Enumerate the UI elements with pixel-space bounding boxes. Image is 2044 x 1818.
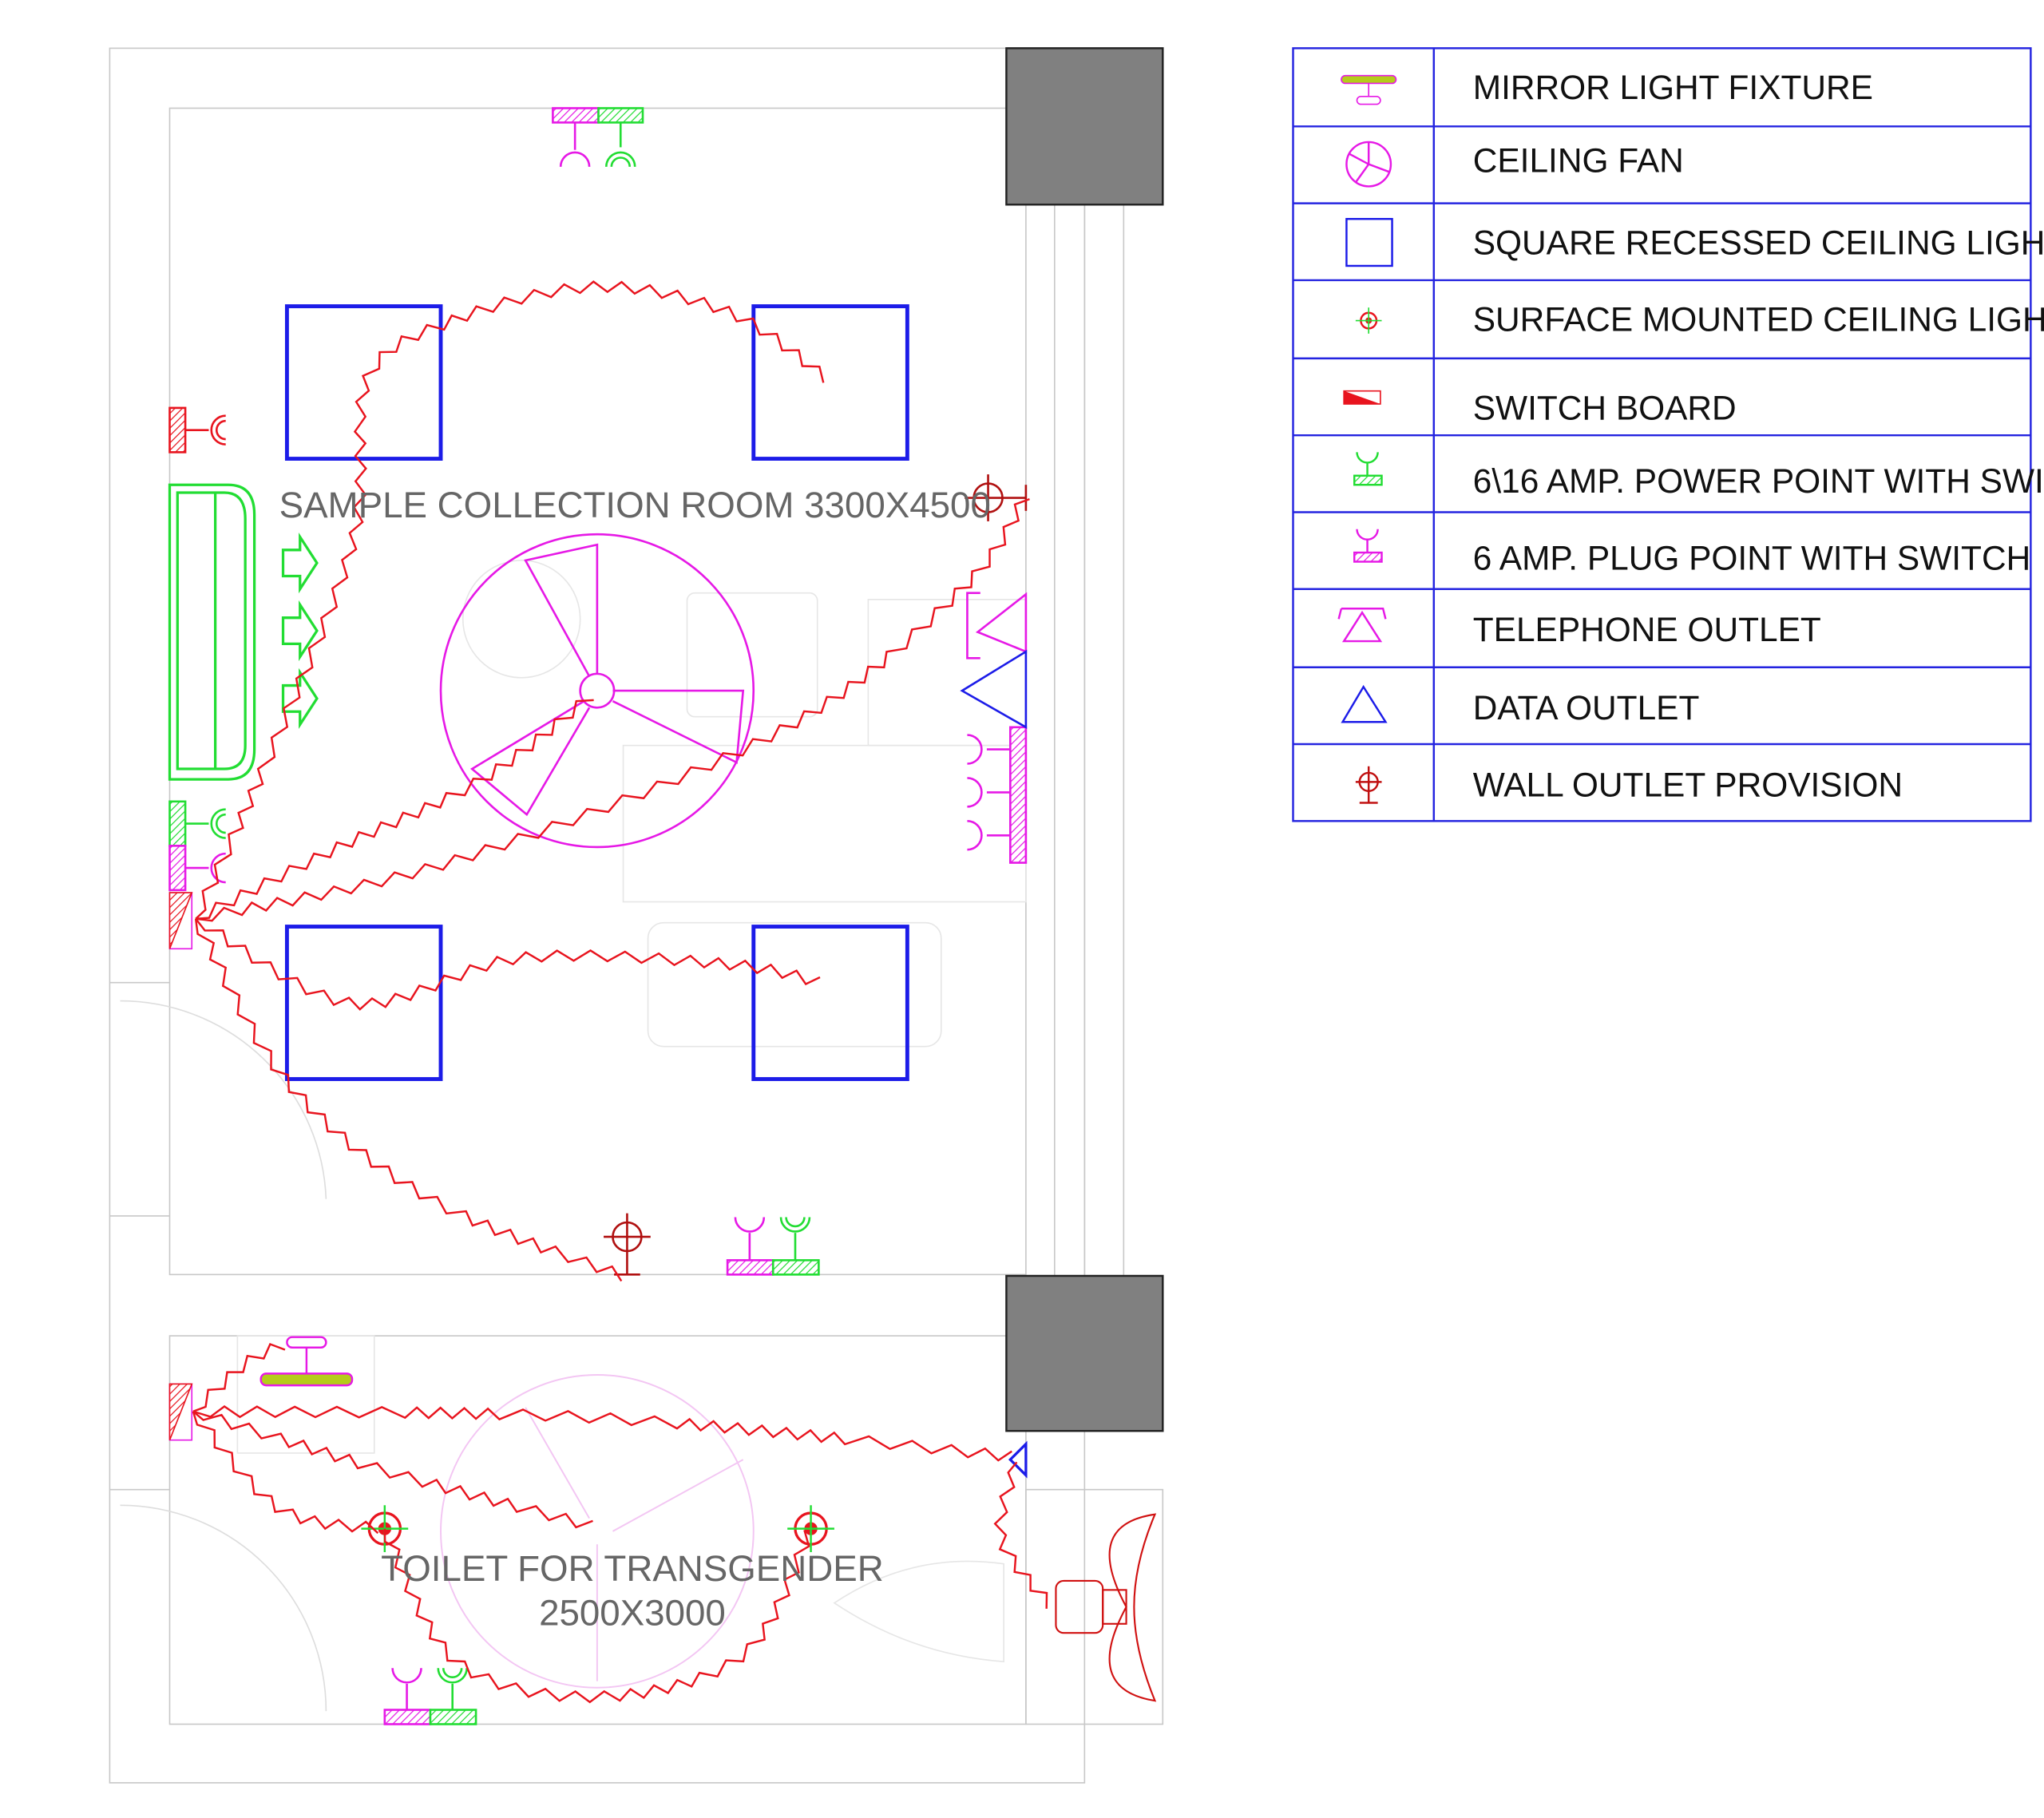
room-label-sample-collection: SAMPLE COLLECTION ROOM 3300X4500 — [279, 485, 991, 525]
mirror-light-fixture-icon — [1341, 74, 1397, 105]
room-label-toilet-size: 2500X3000 — [539, 1592, 726, 1633]
telephone-outlet — [966, 592, 1028, 659]
wall-outlet-icon — [1355, 766, 1382, 804]
legend-label: MIRROR LIGHT FIXTURE — [1473, 69, 1873, 106]
arrow-icons — [281, 532, 319, 730]
legend-label: SWITCH BOARD — [1473, 390, 1737, 427]
power-point-toilet — [429, 1668, 477, 1725]
wire-run — [195, 917, 821, 1011]
telephone-outlet-toilet — [1008, 1440, 1028, 1479]
room-label-toilet: TOILET FOR TRANSGENDER — [381, 1548, 884, 1589]
surface-mounted-light-icon — [1355, 307, 1382, 334]
wire-run — [194, 918, 623, 1282]
plug-point-toilet — [383, 1668, 432, 1725]
wire-run — [383, 1528, 810, 1704]
power-point-bottom — [771, 1217, 820, 1276]
telephone-outlet-icon — [1337, 608, 1387, 643]
legend-label: WALL OUTLET PROVISION — [1473, 766, 1903, 803]
square-recessed-light — [284, 925, 443, 1081]
wall-outlet-provision — [965, 474, 1028, 521]
switch-board-icon — [1343, 390, 1381, 405]
column — [1005, 1274, 1164, 1432]
wall-socket-red — [168, 406, 226, 454]
plug-point-left — [168, 845, 226, 892]
wire-run — [195, 280, 825, 920]
wire-run — [192, 1410, 593, 1529]
couch — [168, 483, 256, 781]
surface-mounted-light — [787, 1505, 834, 1553]
wire-run — [196, 699, 594, 920]
square-recessed-light — [751, 925, 909, 1081]
legend-label: 6 AMP. PLUG POINT WITH SWITCH — [1473, 539, 2031, 576]
furniture — [236, 560, 1027, 1663]
power-point-top — [597, 107, 644, 168]
legend-label: SURFACE MOUNTED CEILING LIGHT — [1473, 301, 2044, 339]
plug-point-icon — [1353, 529, 1383, 563]
switch-board-toilet — [168, 1383, 193, 1441]
power-point-icon — [1353, 452, 1383, 486]
ceiling-fan-toilet — [440, 1374, 755, 1689]
square-recessed-light — [751, 304, 909, 461]
square-recessed-lights — [284, 304, 909, 1081]
exhaust-fan — [1055, 1513, 1157, 1702]
ceiling-fan-icon — [1345, 141, 1392, 188]
mirror-light-fixture — [259, 1336, 354, 1387]
wall-outlet-provision-bottom — [604, 1213, 651, 1276]
legend-label: TELEPHONE OUTLET — [1473, 611, 1821, 648]
power-point-left — [168, 800, 226, 847]
square-recessed-light-icon — [1345, 217, 1393, 267]
wiring — [192, 280, 1048, 1704]
wire-run — [196, 498, 1030, 922]
wire-run — [993, 1461, 1048, 1609]
wire-run — [192, 1342, 286, 1412]
plug-point-bottom — [726, 1217, 774, 1276]
legend-label: 6\16 AMP. POWER POINT WITH SWITCH — [1473, 462, 2044, 500]
data-outlet-icon — [1341, 684, 1388, 723]
switch-board — [168, 892, 193, 950]
ceiling-fan — [439, 533, 755, 849]
plug-points-right — [967, 726, 1028, 864]
legend-label: DATA OUTLET — [1473, 689, 1700, 727]
plug-point-top — [552, 107, 600, 168]
legend-label: CEILING FAN — [1473, 141, 1684, 179]
data-outlet — [960, 649, 1028, 730]
square-recessed-light — [284, 304, 443, 461]
column — [1005, 47, 1164, 206]
legend-label: SQUARE RECESSED CEILING LIGHT — [1473, 224, 2044, 261]
wire-run — [192, 1411, 379, 1535]
wire-run — [192, 1405, 1012, 1462]
legend: MIRROR LIGHT FIXTURE CEILING FAN SQUARE RE… — [1292, 47, 2044, 822]
walls — [109, 47, 1164, 1784]
